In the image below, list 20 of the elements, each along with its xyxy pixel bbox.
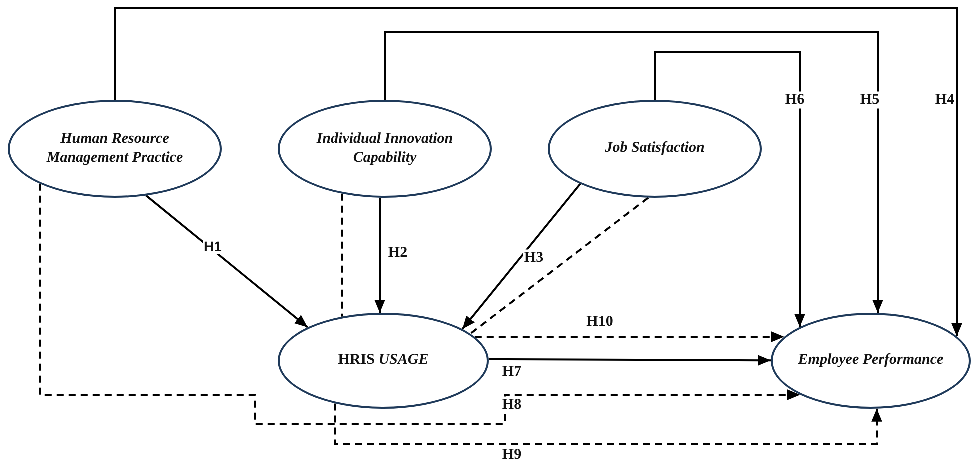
edge-label: H5	[859, 92, 881, 108]
arrow	[374, 198, 386, 313]
arrow	[654, 51, 806, 328]
arrow	[462, 183, 582, 330]
edge-label: H1	[203, 239, 223, 255]
arrow	[334, 404, 882, 445]
node-label: Human Resource Management Practice	[46, 130, 184, 168]
edge-label: H6	[784, 92, 806, 108]
arrow	[114, 7, 962, 336]
arrow	[474, 332, 784, 342]
node-label: HRIS USAGE	[337, 351, 430, 370]
connector-line	[470, 197, 650, 335]
node-label: Job Satisfaction	[604, 139, 706, 158]
arrow	[488, 355, 771, 366]
connector-line	[341, 194, 343, 317]
arrow	[146, 195, 309, 328]
arrow	[384, 31, 884, 314]
arrow	[39, 184, 800, 425]
node-label: Individual Innovation Capability	[316, 130, 454, 168]
node-label: Employee Performance	[797, 351, 945, 370]
